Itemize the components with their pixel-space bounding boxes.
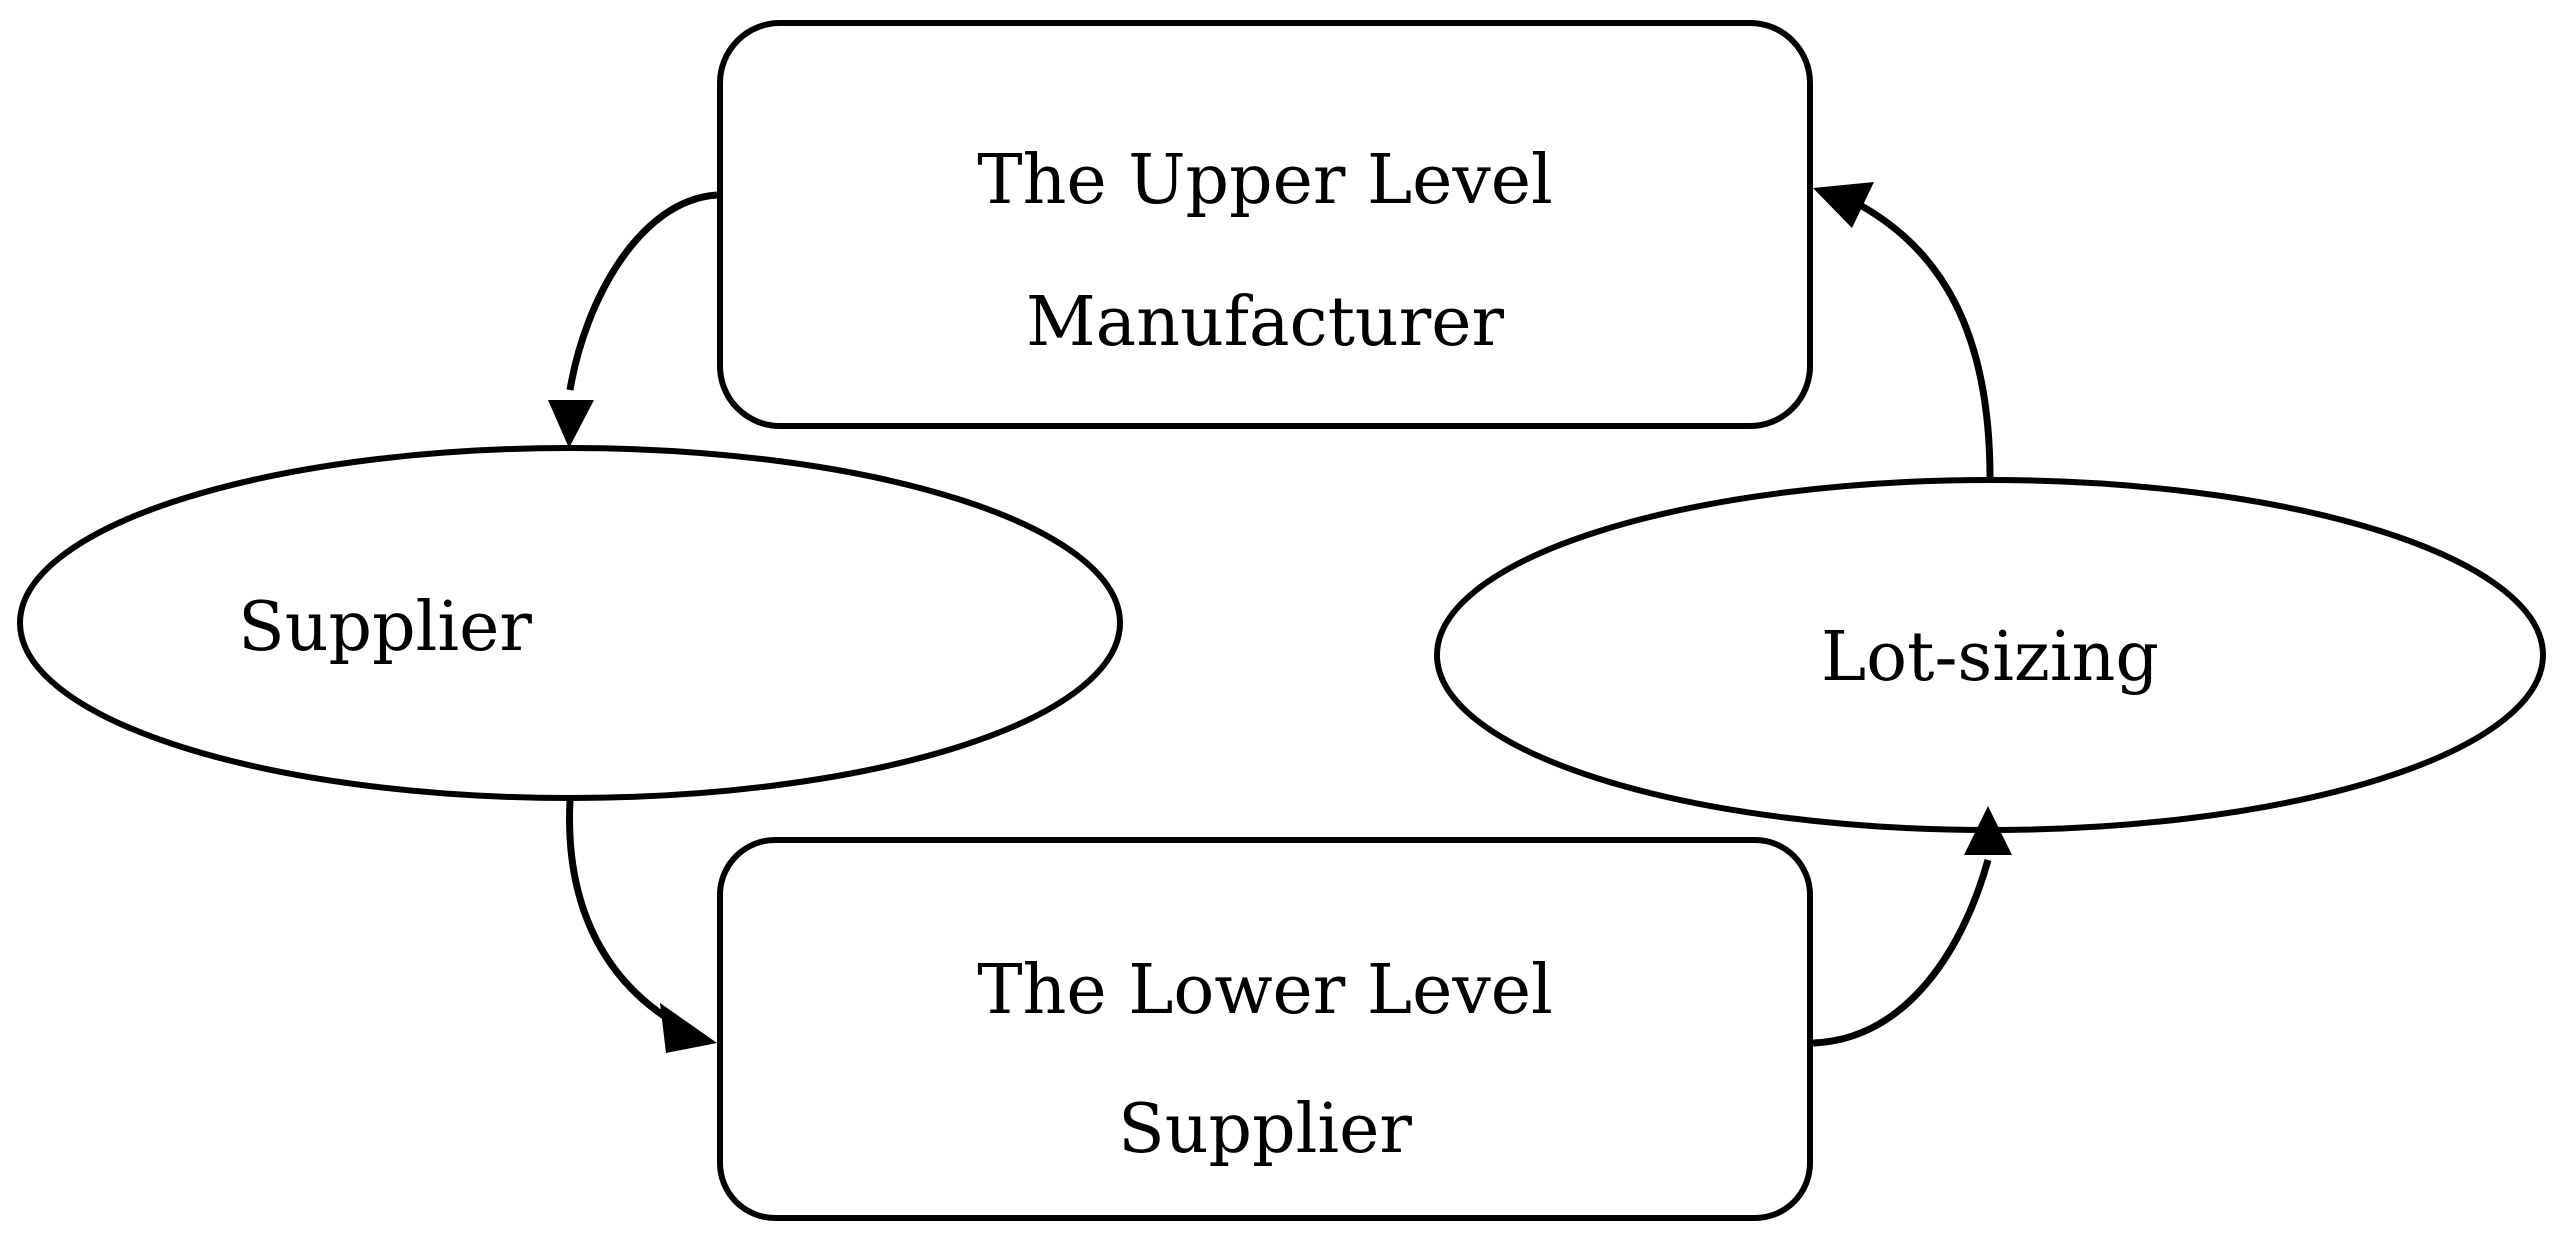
upper-level-node: The Upper Level Manufacturer — [717, 20, 1813, 429]
edge-supplier-to-lower — [566, 799, 672, 1023]
arrow-lot-sizing-to-upper — [1813, 182, 1994, 479]
edge-lot-sizing-to-upper — [1858, 201, 1994, 479]
upper-level-subtitle: Manufacturer — [1026, 283, 1504, 362]
supplier-ellipse — [17, 445, 1123, 801]
arrow-lower-to-lot-sizing — [1812, 806, 2012, 1047]
lower-level-box — [717, 837, 1813, 1221]
arrowhead-upper-to-supplier — [548, 400, 594, 448]
arrowhead-lot-sizing-to-upper — [1813, 182, 1874, 228]
lot-sizing-decision-node: Lot-sizing — [1434, 477, 2546, 833]
upper-level-box — [717, 20, 1813, 429]
lower-level-title: The Lower Level — [977, 951, 1552, 1030]
supplier-label: Supplier — [238, 588, 532, 667]
edge-upper-to-supplier — [566, 191, 718, 391]
arrow-upper-to-supplier — [548, 191, 718, 448]
arrowhead-lower-to-lot-sizing — [1964, 806, 2012, 855]
lower-level-node: The Lower Level Supplier — [717, 837, 1813, 1221]
arrow-supplier-to-lower — [566, 799, 717, 1053]
edge-lower-to-lot-sizing — [1812, 859, 1992, 1047]
upper-level-title: The Upper Level — [977, 141, 1553, 220]
arrowhead-supplier-to-lower — [660, 1003, 717, 1053]
supplier-decision-node: Supplier — [17, 445, 1123, 801]
lot-sizing-label: Lot-sizing — [1821, 618, 2159, 697]
lower-level-subtitle: Supplier — [1118, 1090, 1412, 1169]
